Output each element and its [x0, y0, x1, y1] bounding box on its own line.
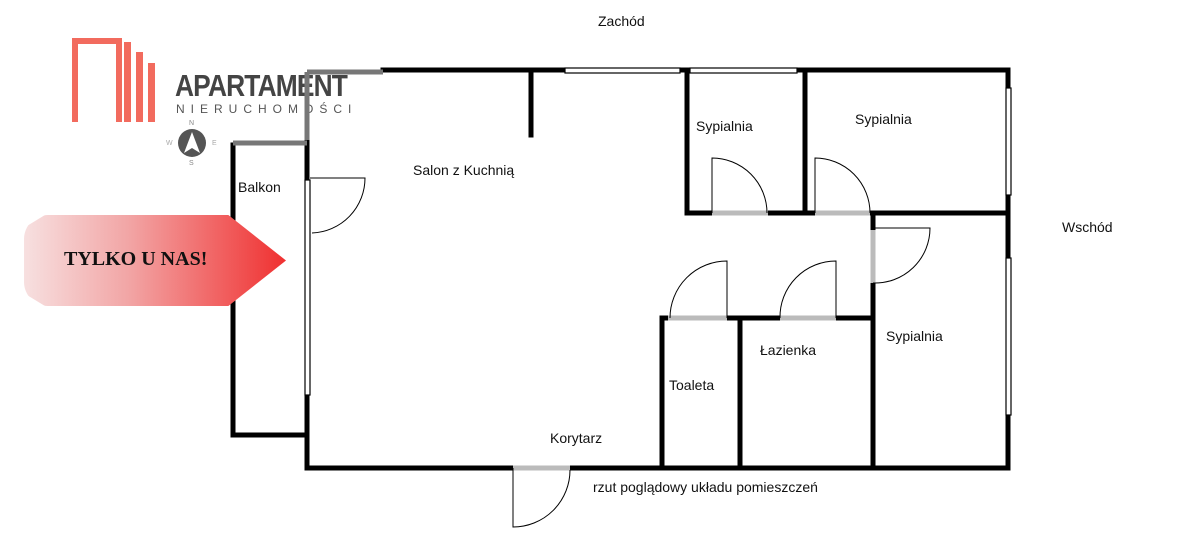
compass-w: W [166, 140, 173, 147]
room-toaleta: Toaleta [669, 377, 715, 393]
room-bedroom-1: Sypialnia [696, 118, 753, 134]
compass-e: E [212, 140, 217, 147]
room-lazienka: Łazienka [760, 342, 817, 358]
room-salon: Salon z Kuchnią [413, 162, 515, 178]
direction-east: Wschód [1062, 219, 1113, 235]
doors [310, 157, 931, 528]
windows [304, 67, 1012, 416]
logo-mark [72, 38, 155, 122]
room-bedroom-3: Sypialnia [886, 328, 943, 344]
room-balkon: Balkon [238, 179, 281, 195]
compass-icon [178, 129, 206, 157]
room-bedroom-2: Sypialnia [855, 111, 912, 127]
compass-n: N [189, 120, 195, 127]
logo-brand: APARTAMENT [175, 68, 348, 103]
plan-caption: rzut poglądowy układu pomieszczeń [593, 479, 818, 495]
compass-s: S [189, 160, 194, 167]
badge-text: TYLKO U NAS! [64, 248, 208, 270]
room-korytarz: Korytarz [550, 430, 603, 446]
exclusive-badge: TYLKO U NAS! [24, 215, 286, 306]
direction-west: Zachód [598, 13, 645, 29]
